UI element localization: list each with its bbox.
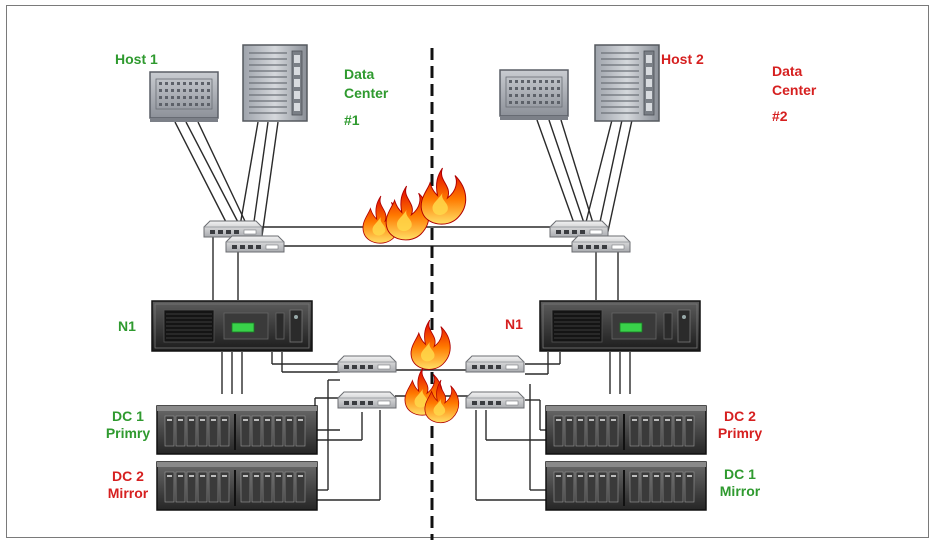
dc2-switch-icon-b — [571, 235, 631, 253]
host1-server-icon — [149, 71, 219, 123]
dc2-san-switch-icon-b — [465, 391, 525, 409]
dc1-title-line1: Data — [344, 66, 375, 82]
dc2-primary-storage-icon — [545, 405, 707, 455]
dc1-primary-storage-icon — [156, 405, 318, 455]
n1-left-label: N1 — [118, 318, 136, 334]
left-mirror-label: DC 2 Mirror — [92, 468, 164, 502]
host2-label: Host 2 — [661, 51, 704, 67]
dc1-san-switch-icon-a — [337, 355, 397, 373]
firewall-fire-icon-top — [362, 167, 467, 244]
dc1-san-switch-icon-b — [337, 391, 397, 409]
dc2-n1-server-icon — [539, 300, 701, 352]
right-primary-line2: Primry — [717, 425, 763, 441]
dc2-mirror-storage-icon — [156, 461, 318, 511]
host1-label: Host 1 — [115, 51, 158, 67]
connections — [174, 119, 633, 501]
host2-server-icon — [499, 69, 569, 121]
dc2-san-switch-icon-a — [465, 355, 525, 373]
dc1-switch-icon-b — [225, 235, 285, 253]
host2-tower-icon — [594, 44, 660, 122]
dc1-n1-server-icon — [151, 300, 313, 352]
left-primary-line2: Primry — [105, 425, 151, 441]
left-primary-label: DC 1 Primry — [92, 408, 164, 442]
right-mirror-label: DC 1 Mirror — [704, 466, 776, 500]
left-mirror-line2: Mirror — [107, 485, 149, 501]
host1-tower-icon — [242, 44, 308, 122]
dc1-mirror-storage-icon — [545, 461, 707, 511]
dc2-title-line1: Data — [772, 63, 803, 79]
left-mirror-line1: DC 2 — [112, 468, 144, 484]
dc1-title-line2: Center — [344, 85, 389, 101]
right-primary-line1: DC 2 — [724, 408, 756, 424]
dc1-switch-icon-a — [203, 220, 263, 238]
right-mirror-line1: DC 1 — [724, 466, 756, 482]
right-mirror-line2: Mirror — [719, 483, 761, 499]
dc2-title-line2: Center — [772, 82, 817, 98]
left-primary-line1: DC 1 — [112, 408, 144, 424]
n1-right-label: N1 — [505, 316, 523, 332]
dc2-number: #2 — [772, 108, 788, 124]
right-primary-label: DC 2 Primry — [704, 408, 776, 442]
firewall-fire-icon-bottom — [404, 319, 460, 424]
dc2-switch-icon-a — [549, 220, 609, 238]
dc1-number: #1 — [344, 112, 360, 128]
